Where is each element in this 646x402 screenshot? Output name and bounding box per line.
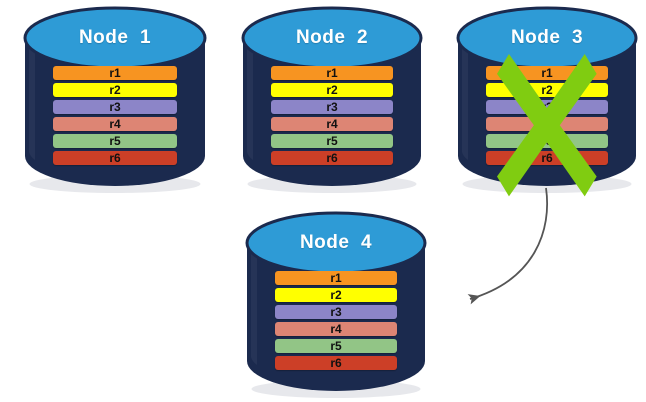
node-2-row-r3-label: r3 bbox=[326, 100, 338, 114]
node-3-row-r2[interactable]: r2 bbox=[485, 83, 609, 97]
node-1-rows: r1 r2 r3 r4 r5 r6 bbox=[25, 66, 205, 165]
node-2-row-r4[interactable]: r4 bbox=[270, 117, 394, 131]
node-1-row-r3[interactable]: r3 bbox=[52, 100, 178, 114]
node-3-rows: r1 r2 r3 r4 r5 r6 bbox=[458, 66, 636, 165]
node-1-row-r4-label: r4 bbox=[109, 117, 121, 131]
node-1-row-r5-label: r5 bbox=[109, 134, 121, 148]
node-1-row-r5[interactable]: r5 bbox=[52, 134, 178, 148]
node-2-rows: r1 r2 r3 r4 r5 r6 bbox=[243, 66, 421, 165]
node-2-row-r6-label: r6 bbox=[326, 151, 338, 165]
node-3-row-r6[interactable]: r6 bbox=[485, 151, 609, 165]
node-3-row-r1-label: r1 bbox=[541, 66, 553, 80]
node-4-row-r3[interactable]: r3 bbox=[274, 305, 398, 319]
node-2-row-r2-label: r2 bbox=[326, 83, 338, 97]
node-2-row-r5[interactable]: r5 bbox=[270, 134, 394, 148]
node-4-rows: r1 r2 r3 r4 r5 r6 bbox=[247, 271, 425, 370]
node-2-row-r1[interactable]: r1 bbox=[270, 66, 394, 80]
node-3-row-r4-label: r4 bbox=[541, 117, 553, 131]
node-4-row-r5[interactable]: r5 bbox=[274, 339, 398, 353]
node-1-row-r1[interactable]: r1 bbox=[52, 66, 178, 80]
node-3-row-r4[interactable]: r4 bbox=[485, 117, 609, 131]
node-1-row-r6[interactable]: r6 bbox=[52, 151, 178, 165]
node-2-row-r3[interactable]: r3 bbox=[270, 100, 394, 114]
node-1-row-r1-label: r1 bbox=[109, 66, 121, 80]
node-1-row-r3-label: r3 bbox=[109, 100, 121, 114]
node-1-row-r2-label: r2 bbox=[109, 83, 121, 97]
node-1-row-r6-label: r6 bbox=[109, 151, 121, 165]
node-1-row-r2[interactable]: r2 bbox=[52, 83, 178, 97]
node-3-row-r1[interactable]: r1 bbox=[485, 66, 609, 80]
node-4-row-r1[interactable]: r1 bbox=[274, 271, 398, 285]
node-4-row-r2[interactable]: r2 bbox=[274, 288, 398, 302]
node-2-row-r5-label: r5 bbox=[326, 134, 338, 148]
node-4-row-r6[interactable]: r6 bbox=[274, 356, 398, 370]
node-2-row-r1-label: r1 bbox=[326, 66, 338, 80]
node-4-row-r3-label: r3 bbox=[330, 305, 342, 319]
node-4-row-r4[interactable]: r4 bbox=[274, 322, 398, 336]
node-2-row-r4-label: r4 bbox=[326, 117, 338, 131]
node-4-row-r2-label: r2 bbox=[330, 288, 342, 302]
node-4-row-r1-label: r1 bbox=[330, 271, 342, 285]
node-3-row-r5-label: r5 bbox=[541, 134, 553, 148]
node-3-row-r2-label: r2 bbox=[541, 83, 553, 97]
node-4-row-r4-label: r4 bbox=[330, 322, 342, 336]
node-3-row-r3-label: r3 bbox=[541, 100, 553, 114]
node-4-row-r6-label: r6 bbox=[330, 356, 342, 370]
node-3-row-r5[interactable]: r5 bbox=[485, 134, 609, 148]
node-3-row-r3[interactable]: r3 bbox=[485, 100, 609, 114]
node-4-row-r5-label: r5 bbox=[330, 339, 342, 353]
node-3-row-r6-label: r6 bbox=[541, 151, 553, 165]
node-2-row-r2[interactable]: r2 bbox=[270, 83, 394, 97]
node-2-row-r6[interactable]: r6 bbox=[270, 151, 394, 165]
node-1-row-r4[interactable]: r4 bbox=[52, 117, 178, 131]
